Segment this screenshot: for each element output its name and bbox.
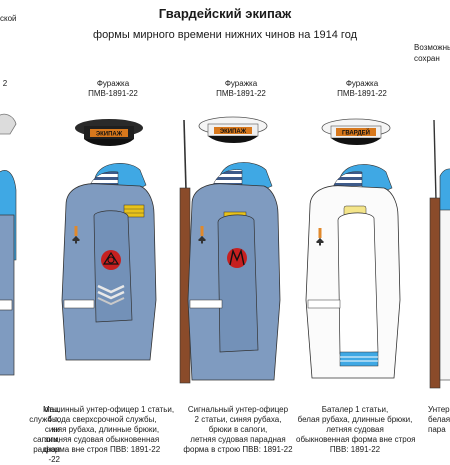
figure-4-sleeve: [337, 212, 379, 355]
figure-3-sleeve: [217, 214, 259, 353]
figure-5-rifle: [429, 197, 441, 389]
figure-4-belt: [307, 299, 341, 309]
figure-2: ЭКИПАЖ: [61, 119, 157, 361]
figure-3-ribbon-text: ЭКИПАЖ: [220, 129, 247, 135]
corner-right-line-2: сохран: [414, 54, 440, 63]
figure-1-cap: [0, 113, 17, 135]
figure-5-bayonet: [433, 119, 437, 201]
figure-1-belt: [0, 299, 13, 311]
uniform-figures: ЭКИПАЖ: [0, 113, 450, 389]
figure-4-ribbon-text: ГВАРДЕЙ: [342, 129, 370, 137]
cap-label-3: Фуражка ПМВ-1891-22: [216, 79, 266, 98]
figure-2-shoulder-board: [123, 204, 145, 218]
caption-3: Сигнальный унтер-офицер 2 статьи, синяя …: [183, 405, 293, 454]
caption-5: Унтер белая пара: [428, 405, 450, 434]
cap-label-2: Фуражка ПМВ-1891-22: [88, 79, 138, 98]
figure-1-shirt: [0, 214, 15, 376]
figure-2-chevron-1: [97, 284, 125, 294]
cap-label-1: 2: [2, 79, 8, 88]
figure-1: [0, 113, 17, 376]
figure-2-belt: [63, 299, 95, 309]
figure-4-cap-visor: [331, 138, 381, 145]
figure-3-cap-visor: [208, 136, 258, 143]
figure-2-ribbon-text: ЭКИПАЖ: [96, 132, 123, 138]
figure-5-shirt: [439, 209, 450, 381]
figure-4: ГВАРДЕЙ: [305, 118, 401, 379]
figure-2-cap-visor: [84, 139, 134, 146]
rifle-bayonet: [183, 119, 187, 191]
corner-left-text: ской: [0, 14, 17, 23]
st-george-cross-icon: [316, 238, 324, 246]
figure-3-belt: [189, 299, 223, 309]
st-george-cross-icon: [72, 236, 80, 244]
caption-2: Машинный унтер-офицер 1 статьи, 4 года с…: [43, 405, 175, 454]
figure-4-cap-ribbon: [336, 128, 376, 136]
figure-3: ЭКИПАЖ: [179, 116, 281, 384]
st-george-cross-icon: [198, 236, 206, 244]
caption-4: Баталер 1 статьи, белая рубаха, длинные …: [296, 405, 416, 454]
figure-2-chevron-2: [97, 290, 125, 300]
figure-5: [429, 119, 450, 389]
corner-right-line-1: Возможны: [414, 43, 450, 52]
mechanic-emblem-icon: [101, 250, 121, 270]
cap-label-4: Фуражка ПМВ-1891-22: [337, 79, 387, 98]
page-subtitle: формы мирного времени нижних чинов на 19…: [93, 29, 357, 41]
figure-2-chevron-3: [97, 297, 125, 306]
figure-2-cap-ribbon: [90, 129, 128, 137]
corner-right-text: Возможны сохран: [414, 42, 450, 64]
figure-3-cap-ribbon: [214, 127, 252, 134]
figure-4-cuff: [339, 351, 379, 367]
page-title: Гвардейский экипаж: [158, 6, 292, 21]
